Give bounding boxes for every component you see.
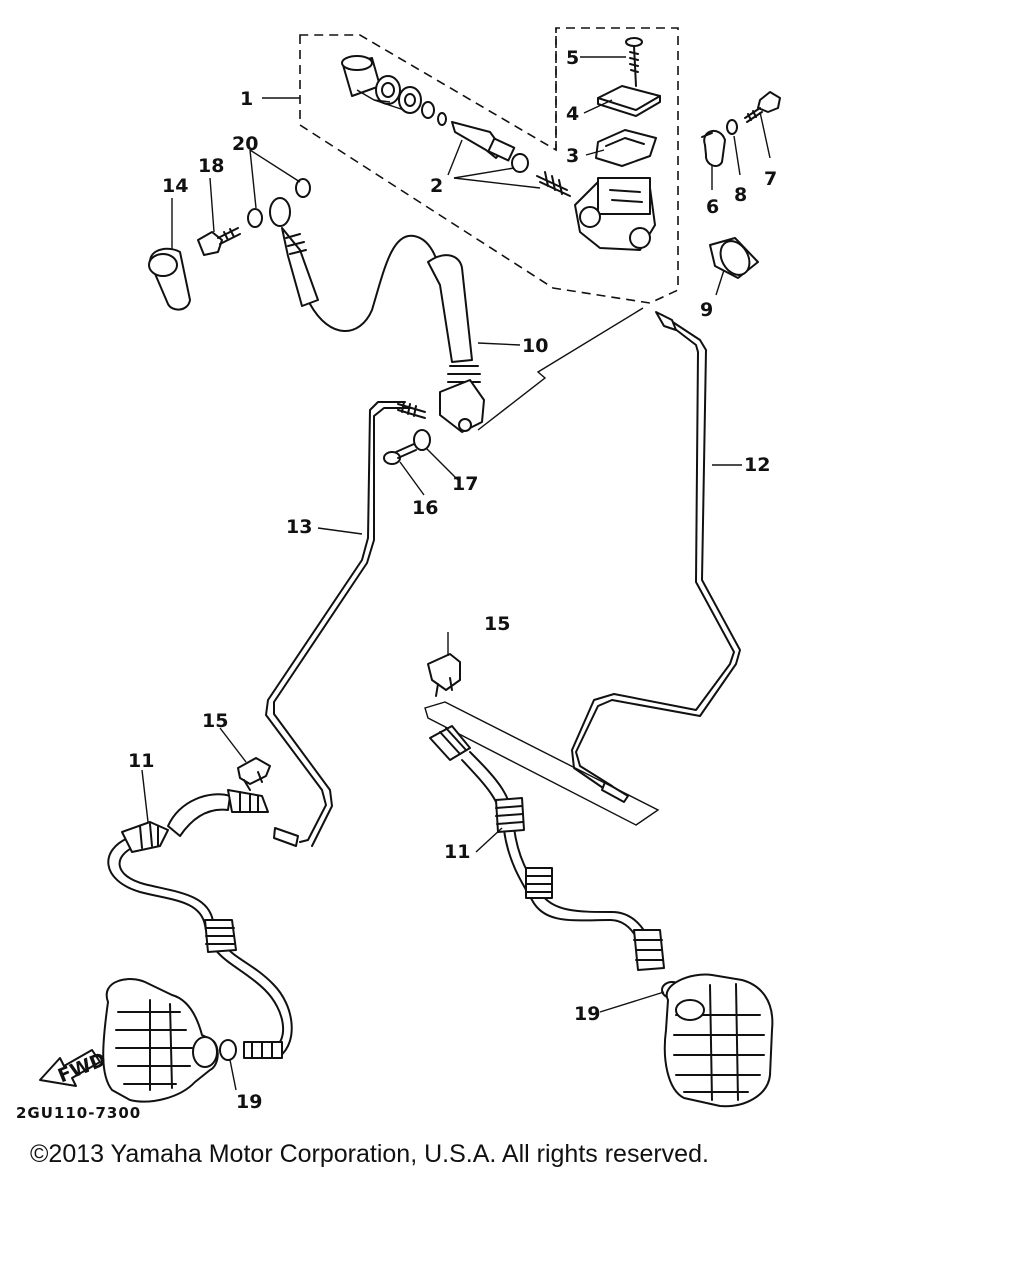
joint-washer-part bbox=[413, 429, 431, 451]
leader-lines bbox=[141, 56, 771, 1091]
drawing-code: 2GU110-7300 bbox=[16, 1104, 141, 1122]
master-cylinder-group-box bbox=[299, 27, 679, 304]
callout-13: 13 bbox=[286, 516, 312, 538]
callout-17: 17 bbox=[452, 473, 478, 495]
clip-part-right bbox=[427, 653, 461, 697]
union-bolt-part bbox=[197, 227, 241, 256]
holder-part bbox=[701, 130, 726, 167]
callout-16: 16 bbox=[412, 497, 438, 519]
right-brake-caliper bbox=[663, 973, 774, 1108]
callout-8: 8 bbox=[734, 184, 747, 206]
brake-pipe-left-rear-path bbox=[265, 401, 406, 843]
pipe-flare-nut-top bbox=[655, 311, 677, 331]
fwd-direction-arrow: FWD bbox=[39, 1048, 109, 1087]
callout-2: 2 bbox=[430, 175, 443, 197]
callout-12: 12 bbox=[744, 454, 770, 476]
right-brake-hose bbox=[429, 725, 665, 971]
joint-small-bolt-part bbox=[383, 443, 417, 465]
callout-1: 1 bbox=[240, 88, 253, 110]
callout-11-left: 11 bbox=[128, 750, 154, 772]
copyright-notice: ©2013 Yamaha Motor Corporation, U.S.A. A… bbox=[30, 1140, 709, 1168]
master-cylinder-body bbox=[574, 177, 656, 251]
piston-kit-part bbox=[341, 55, 571, 197]
joint-bolt-part bbox=[397, 401, 426, 419]
gasket-part-b bbox=[295, 178, 311, 198]
pipe-flare-nut-bottom-right bbox=[601, 781, 629, 803]
left-copper-washer bbox=[219, 1039, 237, 1061]
upper-hose-fitting-part bbox=[269, 197, 319, 307]
cap-plate-part bbox=[597, 85, 661, 117]
clip-part-left bbox=[237, 757, 271, 791]
callout-20: 20 bbox=[232, 133, 258, 155]
left-brake-hose bbox=[107, 789, 293, 1059]
callout-19-right: 19 bbox=[574, 1003, 600, 1025]
callout-6: 6 bbox=[706, 196, 719, 218]
brake-hose-joint bbox=[439, 379, 485, 433]
callout-19-left: 19 bbox=[236, 1091, 262, 1113]
upper-brake-hose bbox=[309, 234, 451, 332]
callout-4: 4 bbox=[566, 103, 579, 125]
left-brake-caliper bbox=[102, 978, 219, 1103]
right-hose-connection-box bbox=[424, 701, 660, 826]
cover-part bbox=[709, 237, 759, 279]
callout-11-right: 11 bbox=[444, 841, 470, 863]
exploded-view-svg: FWD bbox=[16, 27, 781, 1122]
lever-cap-part bbox=[148, 247, 191, 311]
callout-3: 3 bbox=[566, 145, 579, 167]
front-brake-hose-part bbox=[427, 254, 481, 383]
callout-labels: 1 2 3 4 5 6 7 8 9 10 11 11 12 13 14 15 1… bbox=[16, 47, 777, 1122]
brake-pipe-right-path bbox=[575, 314, 741, 787]
callout-5: 5 bbox=[566, 47, 579, 69]
callout-14: 14 bbox=[162, 175, 188, 197]
joint-to-pipe-leader bbox=[477, 307, 644, 431]
callout-18: 18 bbox=[198, 155, 224, 177]
callout-15-left: 15 bbox=[202, 710, 228, 732]
fwd-label: FWD bbox=[55, 1048, 109, 1087]
cap-screw-part bbox=[625, 37, 643, 87]
callout-9: 9 bbox=[700, 299, 713, 321]
callout-10: 10 bbox=[522, 335, 548, 357]
bolt-part bbox=[744, 91, 781, 123]
diaphragm-part bbox=[595, 129, 657, 167]
callout-7: 7 bbox=[764, 168, 777, 190]
washer-part bbox=[726, 119, 738, 135]
gasket-part-a bbox=[247, 208, 263, 228]
callout-15-right: 15 bbox=[484, 613, 510, 635]
pipe-flare-nut-bottom-left bbox=[273, 827, 299, 847]
